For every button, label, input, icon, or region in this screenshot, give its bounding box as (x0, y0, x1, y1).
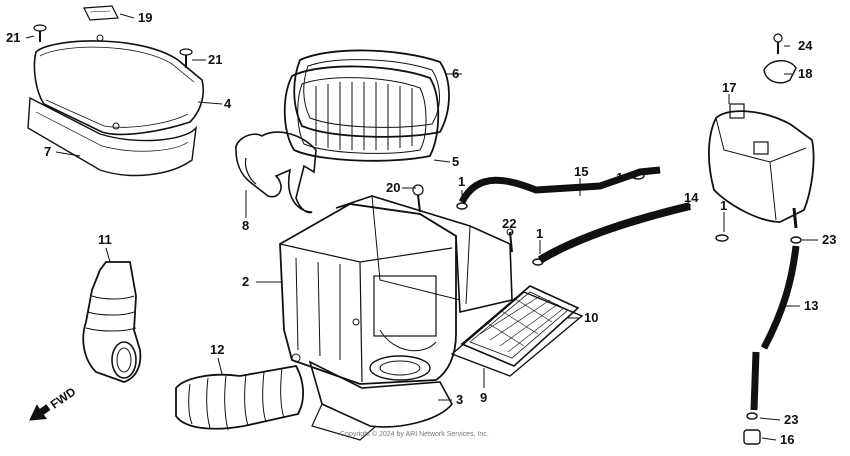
part-1-clamps (456, 172, 729, 266)
part-4-cleaner-cover (33, 34, 205, 136)
copyright-text: Copyright © 2024 by ARI Network Services… (340, 430, 489, 438)
callout-23-bottom: 23 (784, 412, 798, 427)
callout-23-top: 23 (822, 232, 836, 247)
part-13-drain-tube (750, 245, 800, 411)
callout-22: 22 (502, 216, 516, 231)
callout-19: 19 (138, 10, 152, 25)
part-19-label-sticker (83, 5, 119, 21)
part-9-screen-frame (450, 291, 584, 377)
forward-label: FWD (48, 384, 79, 411)
part-10-intake-screen (460, 285, 580, 367)
callout-9: 9 (480, 390, 487, 405)
case-upper-housing (335, 195, 513, 313)
part-17-separator-tank (708, 103, 815, 229)
callout-2: 2 (242, 274, 249, 289)
callout-17: 17 (722, 80, 736, 95)
part-20-bolt (412, 184, 424, 213)
part-16-drain-plug (743, 429, 761, 445)
callout-1-c: 1 (616, 170, 623, 185)
callout-12: 12 (210, 342, 224, 357)
forward-arrow-icon (29, 404, 51, 421)
callout-10: 10 (584, 310, 598, 325)
callout-labels: 19 21 21 4 7 6 5 8 20 1 22 1 15 1 14 1 1… (6, 10, 836, 447)
part-5-filter-element (283, 65, 440, 162)
part-21-screw-left (33, 24, 47, 42)
part-23-clips (746, 236, 802, 420)
part-12-intake-duct (175, 365, 304, 431)
callout-6: 6 (452, 66, 459, 81)
callout-20: 20 (386, 180, 400, 195)
callout-13: 13 (804, 298, 818, 313)
part-7-cover-seal (27, 96, 197, 177)
callout-11: 11 (98, 232, 112, 247)
callout-21-left: 21 (6, 30, 20, 45)
callout-8: 8 (242, 218, 249, 233)
callout-24: 24 (798, 38, 813, 53)
callout-5: 5 (452, 154, 459, 169)
callout-1-d: 1 (720, 198, 727, 213)
callout-1-a: 1 (458, 174, 465, 189)
callout-15: 15 (574, 164, 588, 179)
callout-16: 16 (780, 432, 794, 447)
part-18-bracket (763, 60, 797, 84)
part-2-cleaner-case (279, 203, 457, 385)
leader-lines (25, 13, 818, 441)
part-21-screw-right (179, 48, 193, 68)
part-8-wire-clip (235, 131, 317, 214)
callout-21-right: 21 (208, 52, 222, 67)
forward-direction-indicator: FWD (29, 384, 79, 421)
part-14-drain-hose (537, 202, 691, 264)
callout-4: 4 (224, 96, 232, 111)
callout-7: 7 (44, 144, 51, 159)
callout-1-b: 1 (536, 226, 543, 241)
part-15-breather-hose (458, 166, 661, 204)
part-24-bolt (773, 33, 783, 54)
part-11-intake-boot (82, 261, 142, 383)
part-3-lower-case (308, 355, 453, 441)
callout-18: 18 (798, 66, 812, 81)
part-22-small-screw (506, 228, 514, 253)
callout-14: 14 (684, 190, 699, 205)
callout-3: 3 (456, 392, 463, 407)
